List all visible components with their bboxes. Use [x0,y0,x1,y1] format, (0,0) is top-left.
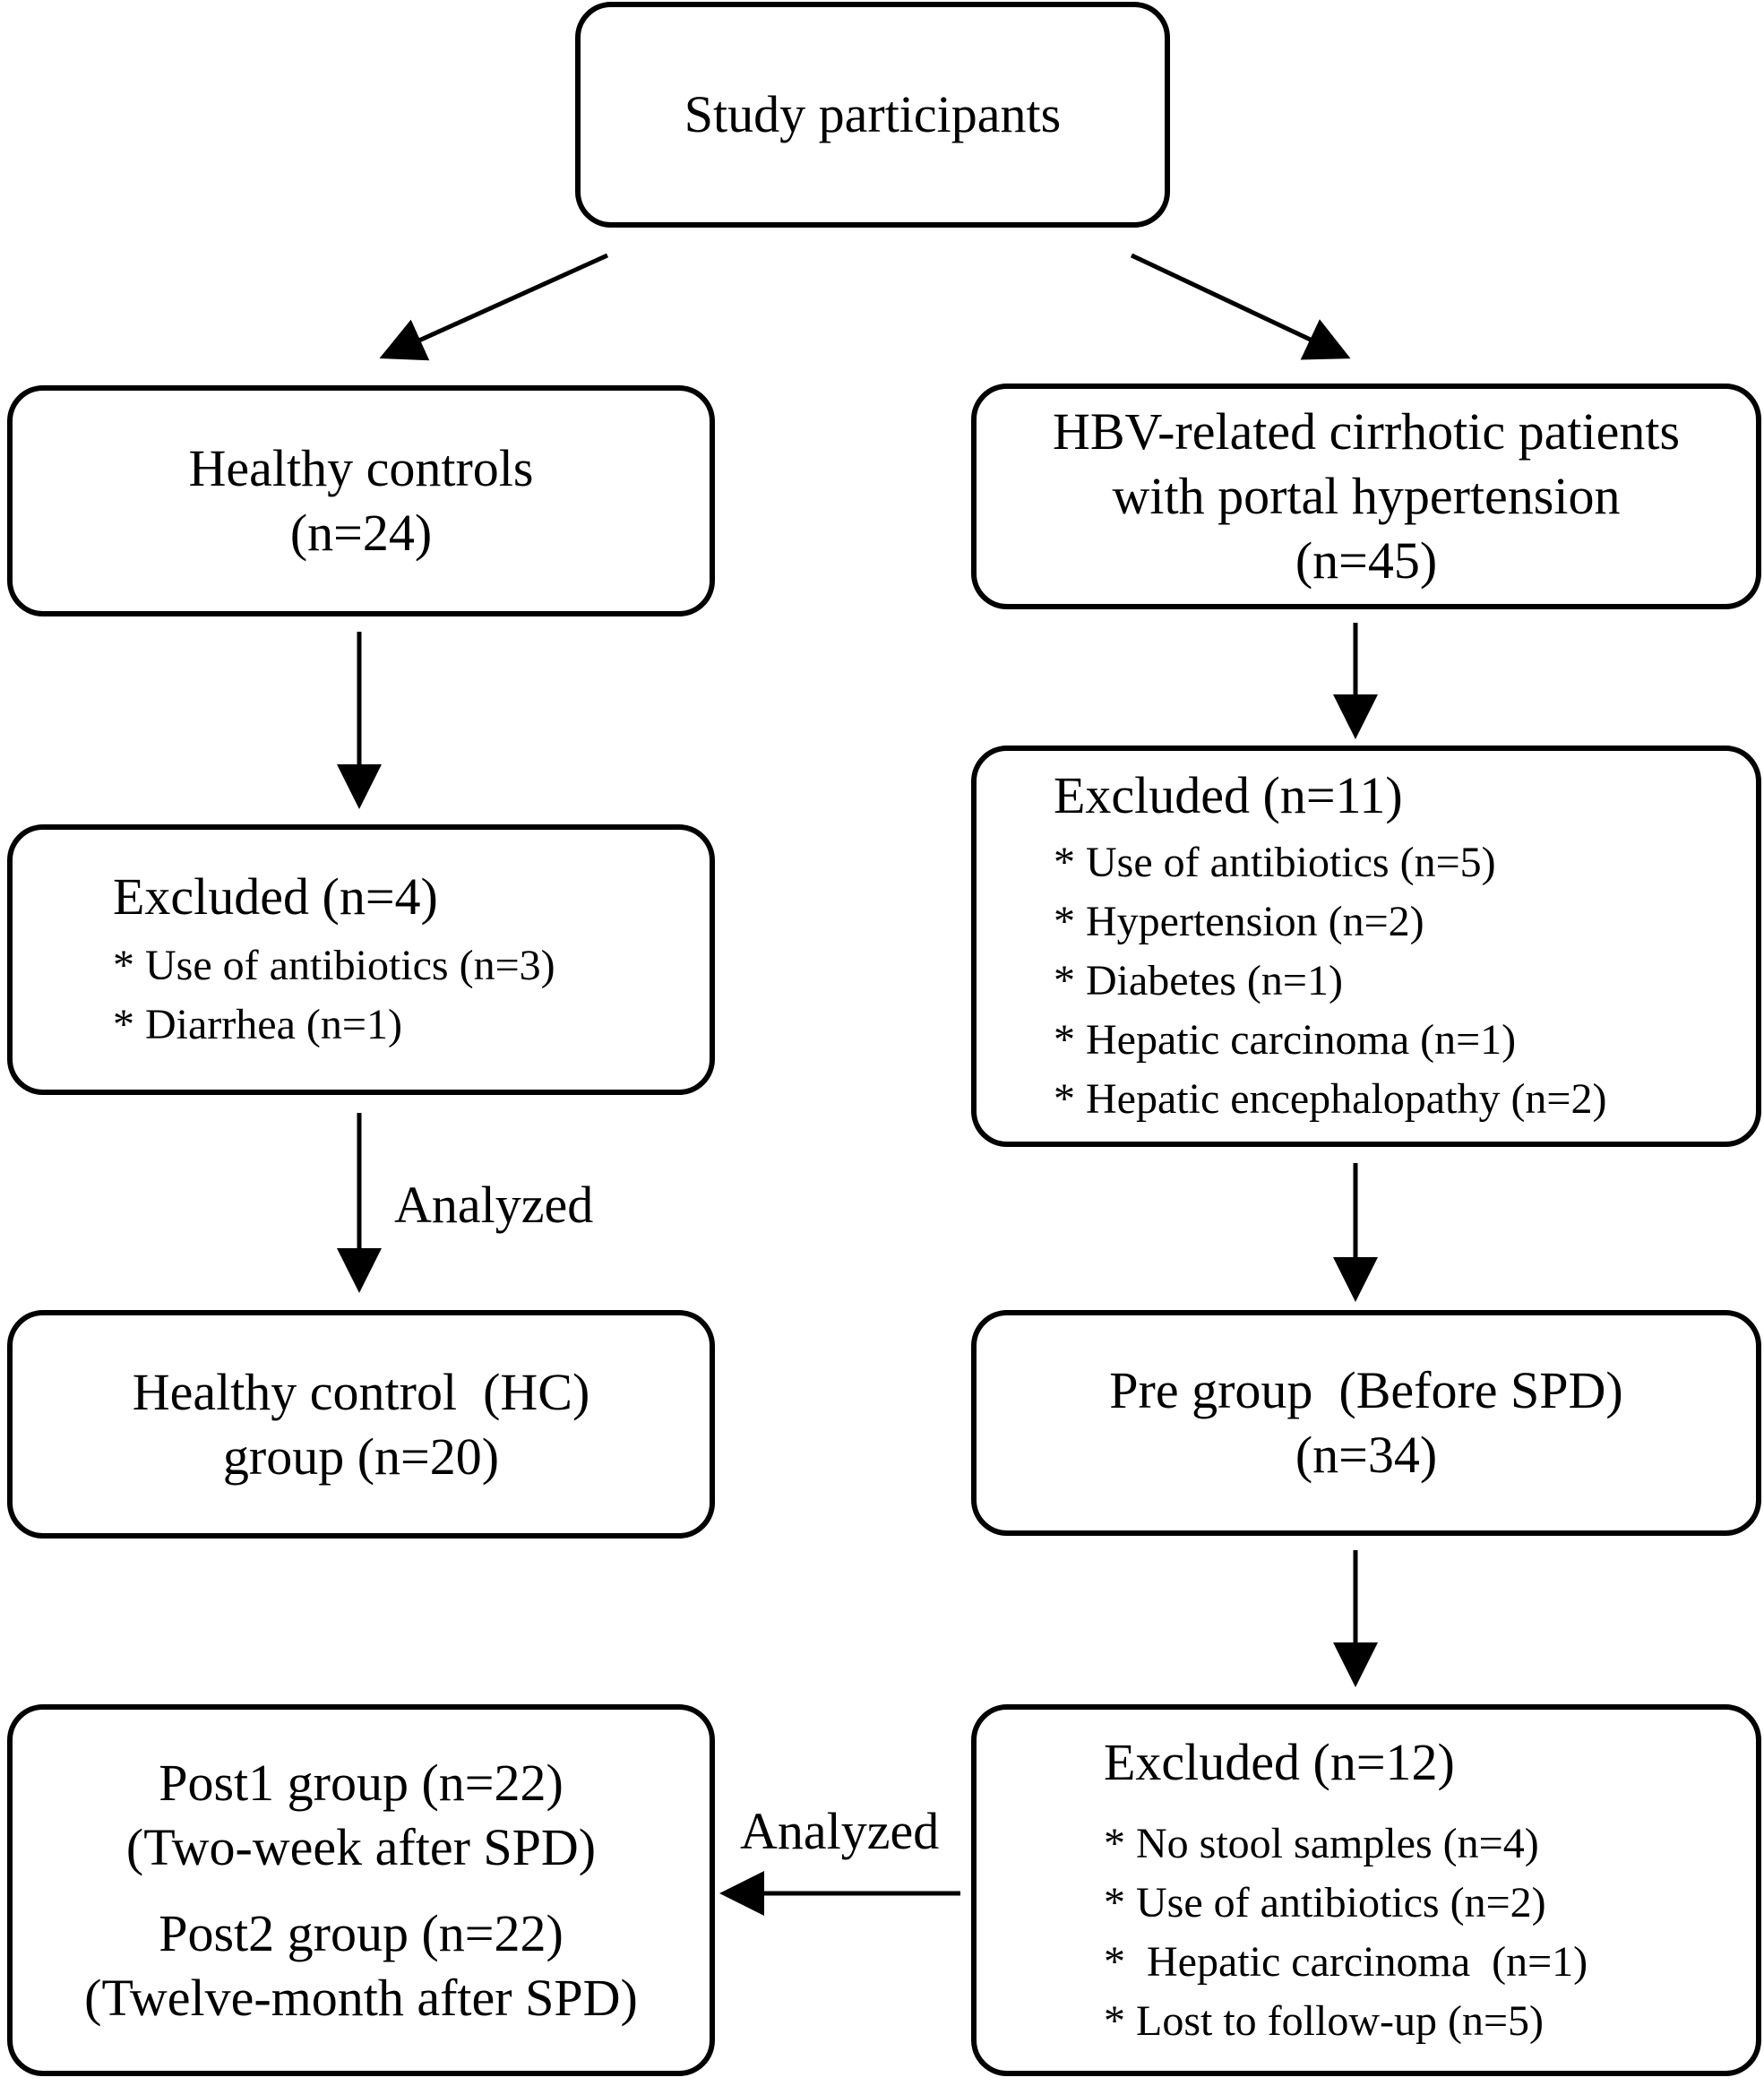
pre-group-line2: (n=34) [1295,1426,1438,1484]
healthy-controls-box: Healthy controls (n=24) [7,385,715,616]
cirrhotic-patients-count: (n=45) [1295,531,1438,590]
excluded-cirrhotic-item: * Diabetes (n=1) [1054,957,1343,1004]
excluded-followup-item: * Use of antibiotics (n=2) [1104,1878,1546,1927]
healthy-controls-title: Healthy controls [188,439,534,497]
hc-group-box: Healthy control (HC) group (n=20) [7,1310,715,1539]
cirrhotic-patients-line1: HBV-related cirrhotic patients [1052,402,1681,461]
excluded-cirrhotic-item: * Hepatic encephalopathy (n=2) [1054,1075,1607,1123]
excluded-cirrhotic-item: * Use of antibiotics (n=5) [1054,839,1496,886]
arrow-start-to-cirrhotic [1130,253,1351,360]
cirrhotic-patients-line2: with portal hypertension [1112,467,1621,525]
excluded-followup-item: * No stool samples (n=4) [1104,1819,1539,1867]
analyzed-label-bottom: Analyzed [740,1802,940,1860]
excluded-healthy-box: Excluded (n=4) * Use of antibiotics (n=3… [7,824,715,1095]
excluded-cirrhotic-item: * Hepatic carcinoma (n=1) [1054,1016,1517,1064]
post2-group-desc: (Twelve-month after SPD) [84,1968,638,2027]
excluded-followup-item: * Hepatic carcinoma (n=1) [1104,1937,1588,1986]
post2-group-title: Post2 group (n=22) [159,1903,564,1962]
post1-group-title: Post1 group (n=22) [159,1753,564,1812]
excluded-cirrhotic-title: Excluded (n=11) [1054,766,1403,824]
analyzed-label-left: Analyzed [394,1176,594,1234]
excluded-followup-title: Excluded (n=12) [1104,1732,1455,1791]
hc-group-line2: group (n=20) [222,1427,500,1486]
excluded-healthy-item: * Use of antibiotics (n=3) [113,942,555,989]
post-groups-box: Post1 group (n=22) (Two-week after SPD) … [7,1704,715,2076]
pre-group-line1: Pre group (Before SPD) [1109,1361,1623,1419]
post1-group-desc: (Two-week after SPD) [125,1817,597,1876]
excluded-followup-item: * Lost to follow-up (n=5) [1104,1996,1545,2045]
excluded-healthy-title: Excluded (n=4) [113,867,438,926]
hc-group-line1: Healthy control (HC) [132,1362,590,1421]
study-participants-label: Study participants [684,85,1062,143]
arrow-start-to-healthy [379,253,609,361]
cirrhotic-patients-box: HBV-related cirrhotic patients with port… [971,384,1761,609]
pre-group-box: Pre group (Before SPD) (n=34) [971,1310,1761,1536]
excluded-healthy-item: * Diarrhea (n=1) [113,1001,402,1048]
excluded-followup-box: Excluded (n=12) * No stool samples (n=4)… [971,1704,1761,2076]
healthy-controls-count: (n=24) [289,504,433,562]
excluded-cirrhotic-box: Excluded (n=11) * Use of antibiotics (n=… [971,746,1761,1147]
study-participants-box: Study participants [575,2,1170,228]
excluded-cirrhotic-item: * Hypertension (n=2) [1054,898,1424,945]
